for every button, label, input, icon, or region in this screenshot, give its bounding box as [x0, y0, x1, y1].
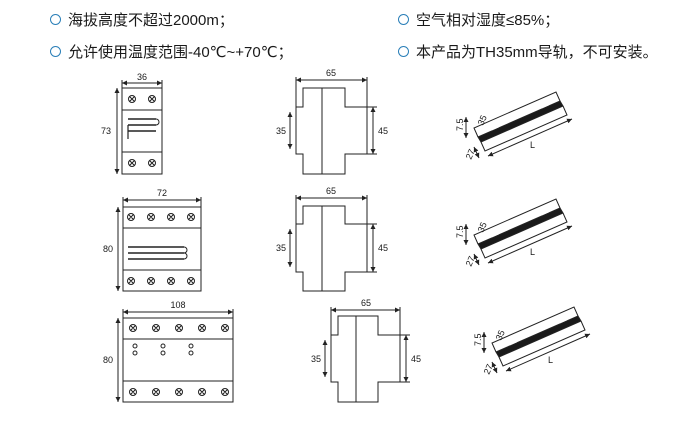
- spec-altitude-text: 海拔高度不超过2000m；: [68, 12, 234, 29]
- dim-side1-small: 35: [276, 126, 286, 136]
- front-view-1p: [114, 80, 163, 175]
- dim-side2-large: 45: [378, 243, 388, 253]
- side-view-3: [322, 307, 410, 403]
- dim-rail3-l: L: [548, 355, 553, 365]
- dim-rail2-h: 7.5: [455, 225, 465, 238]
- dim-side1-large: 45: [378, 126, 388, 136]
- dim-front1-height: 73: [101, 126, 111, 136]
- side-view-1: [287, 77, 377, 175]
- spec-humidity: 空气相对湿度≤85%；: [398, 12, 559, 30]
- bullet-icon: [398, 45, 409, 57]
- dim-front3-width: 108: [170, 300, 185, 310]
- dim-side3-large: 45: [411, 354, 421, 364]
- dim-rail1-w: 35: [476, 114, 489, 127]
- front-view-4p: [115, 197, 202, 292]
- din-rail-2: [463, 198, 573, 266]
- dim-rail3-w: 35: [494, 329, 507, 342]
- dim-side2-width: 65: [326, 186, 336, 196]
- spec-temperature-text: 允许使用温度范围-40℃~+70℃；: [68, 44, 293, 61]
- din-rail-3: [481, 306, 591, 374]
- bullet-icon: [398, 13, 409, 25]
- din-rail-1: [463, 91, 573, 159]
- dim-rail2-w: 35: [476, 221, 489, 234]
- dim-side2-small: 35: [276, 243, 286, 253]
- bullet-icon: [50, 13, 61, 25]
- dim-rail3-h: 7.5: [473, 333, 483, 346]
- spec-rail: 本产品为TH35mm导轨，不可安装。: [398, 44, 658, 62]
- dim-front3-height: 80: [103, 355, 113, 365]
- front-view-5p: [115, 309, 234, 403]
- spec-humidity-text: 空气相对湿度≤85%；: [416, 12, 560, 29]
- dim-rail2-t: 27: [464, 255, 477, 268]
- dim-front2-width: 72: [157, 188, 167, 198]
- spec-temperature: 允许使用温度范围-40℃~+70℃；: [50, 44, 293, 62]
- dim-side3-small: 35: [311, 354, 321, 364]
- dim-side3-width: 65: [361, 298, 371, 308]
- bullet-icon: [50, 45, 61, 57]
- spec-rail-text: 本产品为TH35mm导轨，不可安装。: [416, 44, 658, 61]
- dim-side1-width: 65: [326, 68, 336, 78]
- dim-rail2-l: L: [530, 247, 535, 257]
- dim-front2-height: 80: [103, 244, 113, 254]
- dim-rail1-t: 27: [464, 148, 477, 161]
- dim-rail3-t: 27: [482, 363, 495, 376]
- side-view-2: [287, 195, 377, 292]
- dim-front1-width: 36: [137, 72, 147, 82]
- spec-altitude: 海拔高度不超过2000m；: [50, 12, 234, 30]
- dim-rail1-l: L: [530, 140, 535, 150]
- dim-rail1-h: 7.5: [455, 118, 465, 131]
